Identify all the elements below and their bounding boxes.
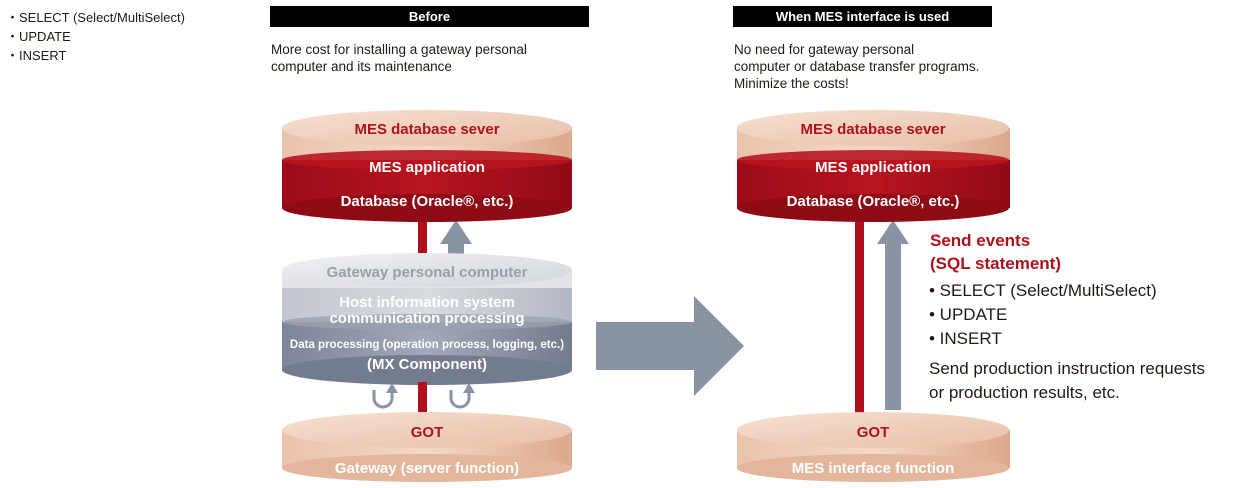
- statement-item: • SELECT (Select/MultiSelect): [929, 281, 1157, 300]
- before-got-title: GOT: [411, 424, 444, 441]
- statement-item: • INSERT: [929, 329, 1002, 348]
- after-description: No need for gateway personal computer or…: [734, 41, 979, 92]
- send-events-label: Send events (SQL statement): [930, 229, 1061, 275]
- before-red-connector-upper: [418, 208, 427, 278]
- after-mes-server-cylinder: [737, 110, 1010, 222]
- sql-statement-list: ・SELECT (Select/MultiSelect) ・UPDATE ・IN…: [6, 8, 185, 65]
- after-got-cylinder: [737, 412, 1010, 482]
- after-server-db: Database (Oracle®, etc.): [787, 193, 960, 210]
- after-header: When MES interface is used: [733, 6, 992, 27]
- after-got-function: MES interface function: [792, 460, 955, 477]
- before-header: Before: [270, 6, 589, 27]
- after-description-line: computer or database transfer programs.: [734, 59, 980, 74]
- after-up-arrow: [877, 220, 909, 410]
- before-description-line: computer and its maintenance: [271, 59, 452, 74]
- before-gateway-host-line2: communication processing: [329, 310, 524, 327]
- before-gateway-pc-cylinder: [282, 253, 572, 385]
- after-description-line: No need for gateway personal: [734, 42, 915, 57]
- before-description-line: More cost for installing a gateway perso…: [271, 42, 527, 57]
- before-mes-server-cylinder: [282, 110, 572, 222]
- before-gateway-title: Gateway personal computer: [327, 264, 528, 281]
- side-list-item: ・INSERT: [6, 48, 67, 63]
- statement-list: • SELECT (Select/MultiSelect) • UPDATE •…: [929, 279, 1157, 351]
- send-events-title: Send events: [930, 231, 1031, 250]
- after-got-title: GOT: [857, 424, 890, 441]
- before-got-function: Gateway (server function): [335, 460, 519, 477]
- statement-item: • UPDATE: [929, 305, 1008, 324]
- before-server-app: MES application: [369, 159, 485, 176]
- before-gateway-component: (MX Component): [367, 356, 487, 373]
- before-gateway-host-line1: Host information system: [339, 294, 515, 311]
- before-server-title: MES database sever: [354, 121, 499, 138]
- before-cycle-arrow-left: [372, 383, 398, 409]
- transition-arrow: [596, 296, 744, 396]
- send-events-subtitle: (SQL statement): [930, 254, 1061, 273]
- after-red-connector: [855, 208, 864, 426]
- requests-description: Send production instruction requests or …: [929, 357, 1205, 405]
- after-server-title: MES database sever: [800, 121, 945, 138]
- before-gateway-data-processing: Data processing (operation process, logg…: [290, 339, 564, 351]
- before-description: More cost for installing a gateway perso…: [271, 41, 527, 75]
- before-cycle-arrow-right: [449, 383, 475, 409]
- after-description-line: Minimize the costs!: [734, 76, 849, 91]
- before-got-cylinder: [282, 412, 572, 482]
- side-list-item: ・UPDATE: [6, 29, 71, 44]
- after-server-app: MES application: [815, 159, 931, 176]
- before-red-connector-lower: [418, 382, 427, 424]
- before-server-db: Database (Oracle®, etc.): [341, 193, 514, 210]
- requests-line: or production results, etc.: [929, 383, 1120, 402]
- side-list-item: ・SELECT (Select/MultiSelect): [6, 10, 185, 25]
- requests-line: Send production instruction requests: [929, 359, 1205, 378]
